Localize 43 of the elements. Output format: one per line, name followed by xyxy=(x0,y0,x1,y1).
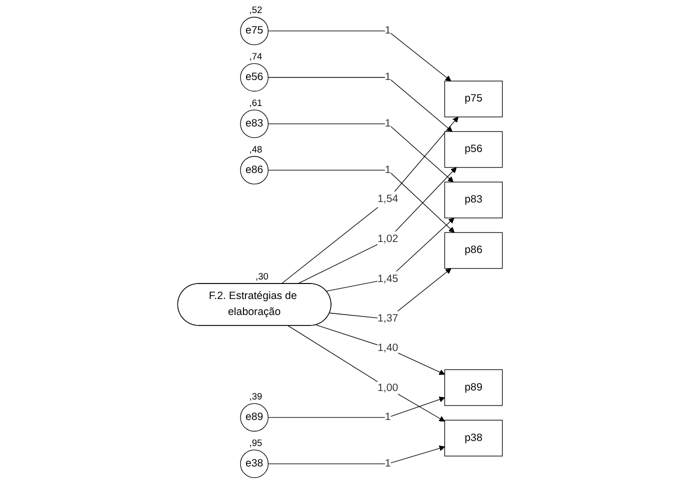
node-box: p56 xyxy=(444,131,503,168)
arrow xyxy=(329,268,452,320)
edge-label: 1,37 xyxy=(378,313,398,324)
variance-label: ,74 xyxy=(249,52,262,62)
edge-label: 1 xyxy=(384,24,391,36)
node-circle: e89 xyxy=(240,403,269,432)
edge-label: 1,00 xyxy=(378,382,398,394)
arrow xyxy=(268,123,454,182)
variance-label: ,95 xyxy=(249,438,262,448)
arrow xyxy=(268,445,445,464)
arrow xyxy=(268,30,452,82)
arrow xyxy=(280,116,458,284)
node-box: p89 xyxy=(444,369,503,406)
arrow xyxy=(297,167,457,284)
edge-label: 1,02 xyxy=(378,233,398,245)
variance-label: ,39 xyxy=(249,392,262,402)
variance-label: ,61 xyxy=(249,98,262,108)
node-circle: e38 xyxy=(240,450,269,478)
edge-label: 1 xyxy=(384,71,391,83)
node-circle: e86 xyxy=(240,156,269,184)
node-circle: e56 xyxy=(240,63,269,92)
arrow xyxy=(316,324,445,375)
arrow xyxy=(268,396,445,418)
node-box: p83 xyxy=(444,182,503,218)
edge-label: 1 xyxy=(384,411,391,423)
variance-label: ,52 xyxy=(249,5,262,16)
edge-label: 1,40 xyxy=(378,342,398,354)
arrow xyxy=(326,218,454,292)
arrow xyxy=(268,77,452,132)
edge-label: 1 xyxy=(384,458,391,470)
variance-label: ,30 xyxy=(256,272,268,282)
node-circle: e83 xyxy=(240,110,269,138)
edge-label: 1 xyxy=(384,118,391,130)
node-box: p38 xyxy=(444,420,503,456)
arrow xyxy=(268,170,455,233)
edge-label: 1,54 xyxy=(378,193,398,205)
node-circle: e75 xyxy=(240,16,269,46)
arrow xyxy=(288,325,445,422)
edge-label: 1 xyxy=(384,164,391,176)
variance-label: ,48 xyxy=(249,144,262,154)
node-box: p75 xyxy=(444,80,503,118)
node-box: p86 xyxy=(444,232,503,269)
edge-label: 1,45 xyxy=(378,273,398,285)
